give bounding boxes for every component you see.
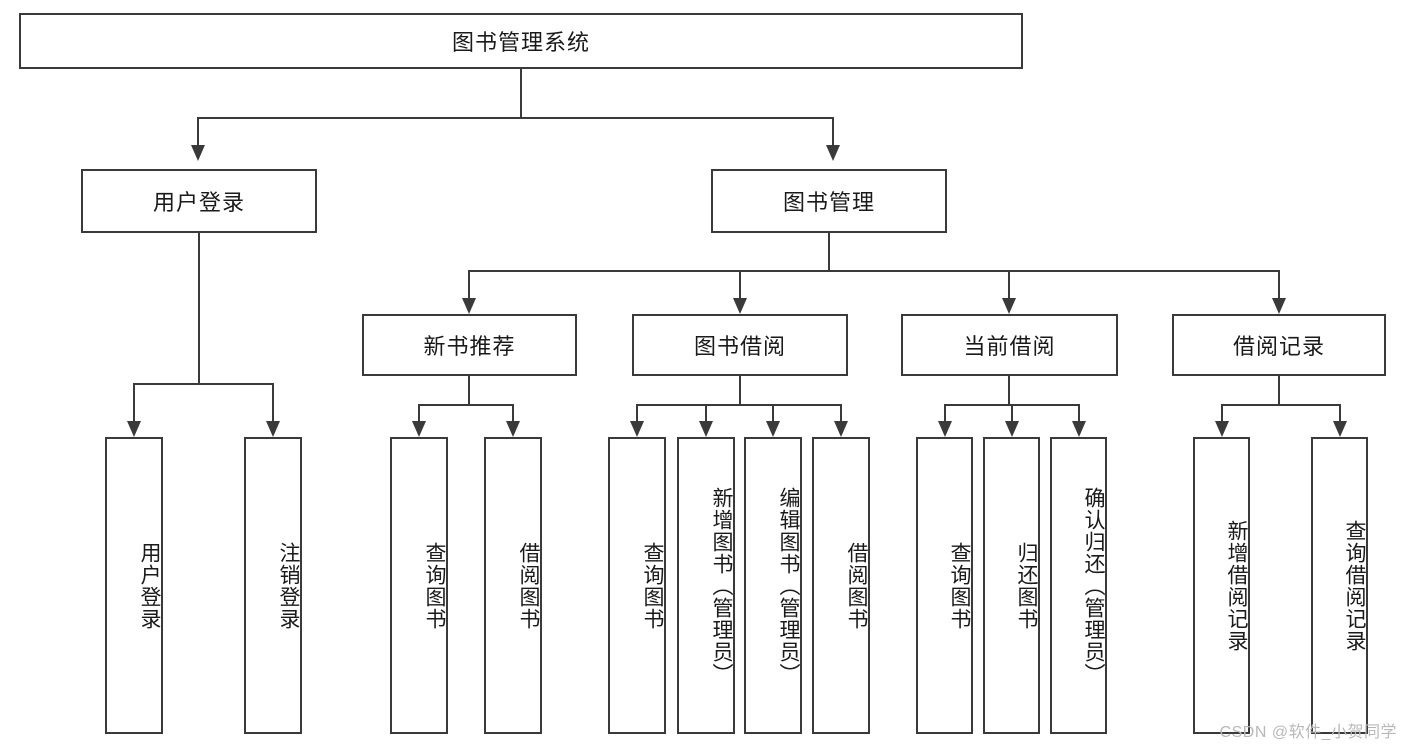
- arrow-current-borrow-leaf-1: [938, 421, 952, 437]
- arrow-current-borrow-leaf-2: [1005, 421, 1019, 437]
- arrow-new-book-leaf-2: [506, 421, 520, 437]
- node-label: 确认归还（管理员）: [1082, 486, 1105, 685]
- arrow-new-book-leaf-1: [412, 421, 426, 437]
- edge-new-book-trunk: [468, 376, 470, 404]
- arrow-current-borrow-leaf-3: [1072, 421, 1086, 437]
- edge-borrow-record-bus: [1221, 404, 1340, 406]
- edge-new-book-bus: [418, 404, 513, 406]
- edge-to-book-manage: [832, 117, 834, 145]
- leaf-user-login-1[interactable]: 用户登录: [105, 437, 163, 734]
- edge-new-book-drop-1: [418, 404, 420, 421]
- edge-book-borrow-trunk: [739, 376, 741, 404]
- node-label: 借阅图书: [845, 541, 868, 630]
- edge-user-login-drop-2: [272, 383, 274, 421]
- node-label: 注销登录: [277, 541, 300, 630]
- edge-user-login-drop-1: [133, 383, 135, 421]
- node-label: 当前借阅: [963, 334, 1056, 359]
- node-label: 查询图书: [948, 541, 971, 630]
- edge-borrow-record-drop-1: [1221, 404, 1223, 421]
- edge-to-borrow-record: [1278, 270, 1280, 298]
- arrow-borrow-record-leaf-1: [1215, 421, 1229, 437]
- node-borrow-record[interactable]: 借阅记录: [1172, 314, 1386, 376]
- edge-user-login-bus: [133, 383, 273, 385]
- node-label: 用户登录: [152, 190, 245, 215]
- node-book-borrow[interactable]: 图书借阅: [632, 314, 848, 376]
- edge-level3-bus: [468, 270, 1280, 272]
- arrow-user-login-leaf-2: [266, 421, 280, 437]
- edge-book-borrow-drop-3: [772, 404, 774, 421]
- arrow-to-book-borrow: [733, 298, 747, 314]
- edge-to-user-login: [197, 117, 199, 145]
- edge-to-book-borrow: [739, 270, 741, 298]
- edge-to-current-borrow: [1008, 270, 1010, 298]
- node-label: 图书借阅: [693, 334, 786, 359]
- node-label: 查询图书: [641, 541, 664, 630]
- leaf-book-borrow-1[interactable]: 查询图书: [608, 437, 666, 734]
- arrow-to-borrow-record: [1272, 298, 1286, 314]
- arrow-book-borrow-leaf-1: [630, 421, 644, 437]
- edge-book-borrow-drop-2: [705, 404, 707, 421]
- node-root-system[interactable]: 图书管理系统: [19, 13, 1023, 69]
- node-book-manage[interactable]: 图书管理: [711, 169, 947, 233]
- edge-user-login-trunk: [198, 233, 200, 383]
- edge-new-book-drop-2: [512, 404, 514, 421]
- node-user-login[interactable]: 用户登录: [81, 169, 317, 233]
- edge-borrow-record-drop-2: [1339, 404, 1341, 421]
- node-label: 新增借阅记录: [1225, 519, 1248, 652]
- leaf-current-borrow-2[interactable]: 归还图书: [983, 437, 1040, 734]
- edge-to-new-book: [468, 270, 470, 298]
- node-label: 图书管理: [782, 190, 875, 215]
- node-label: 查询借阅记录: [1343, 519, 1366, 652]
- edge-book-borrow-bus: [636, 404, 841, 406]
- leaf-user-login-2[interactable]: 注销登录: [244, 437, 302, 734]
- edge-book-borrow-drop-1: [636, 404, 638, 421]
- edge-book-borrow-drop-4: [840, 404, 842, 421]
- leaf-new-book-2[interactable]: 借阅图书: [484, 437, 542, 734]
- edge-current-borrow-drop-3: [1078, 404, 1080, 421]
- arrow-borrow-record-leaf-2: [1333, 421, 1347, 437]
- edge-current-borrow-drop-1: [944, 404, 946, 421]
- node-label: 借阅图书: [517, 541, 540, 630]
- node-current-borrow[interactable]: 当前借阅: [901, 314, 1118, 376]
- edge-root-trunk: [520, 69, 522, 117]
- arrow-to-book-manage: [826, 145, 840, 161]
- leaf-borrow-record-1[interactable]: 新增借阅记录: [1193, 437, 1250, 734]
- leaf-book-borrow-4[interactable]: 借阅图书: [812, 437, 870, 734]
- node-label: 编辑图书（管理员）: [777, 486, 800, 685]
- edge-current-borrow-drop-2: [1011, 404, 1013, 421]
- node-new-book-recommend[interactable]: 新书推荐: [362, 314, 577, 376]
- leaf-borrow-record-2[interactable]: 查询借阅记录: [1311, 437, 1368, 734]
- arrow-book-borrow-leaf-2: [699, 421, 713, 437]
- node-label: 归还图书: [1015, 541, 1038, 630]
- edge-book-manage-trunk: [828, 233, 830, 270]
- node-label: 查询图书: [423, 541, 446, 630]
- arrow-to-new-book: [462, 298, 476, 314]
- arrow-user-login-leaf-1: [127, 421, 141, 437]
- node-label: 用户登录: [138, 541, 161, 630]
- edge-borrow-record-trunk: [1278, 376, 1280, 404]
- leaf-book-borrow-2[interactable]: 新增图书（管理员）: [677, 437, 735, 734]
- arrow-to-current-borrow: [1002, 298, 1016, 314]
- node-label: 图书管理系统: [451, 30, 590, 55]
- leaf-book-borrow-3[interactable]: 编辑图书（管理员）: [744, 437, 802, 734]
- node-label: 借阅记录: [1232, 334, 1325, 359]
- node-label: 新增图书（管理员）: [710, 486, 733, 685]
- arrow-book-borrow-leaf-3: [766, 421, 780, 437]
- leaf-new-book-1[interactable]: 查询图书: [390, 437, 448, 734]
- edge-current-borrow-trunk: [1008, 376, 1010, 404]
- leaf-current-borrow-3[interactable]: 确认归还（管理员）: [1050, 437, 1107, 734]
- watermark-text: CSDN @软件_小贺同学: [1219, 724, 1397, 741]
- edge-level2-bus: [197, 117, 833, 119]
- arrow-to-user-login: [191, 145, 205, 161]
- arrow-book-borrow-leaf-4: [834, 421, 848, 437]
- leaf-current-borrow-1[interactable]: 查询图书: [916, 437, 973, 734]
- node-label: 新书推荐: [423, 334, 516, 359]
